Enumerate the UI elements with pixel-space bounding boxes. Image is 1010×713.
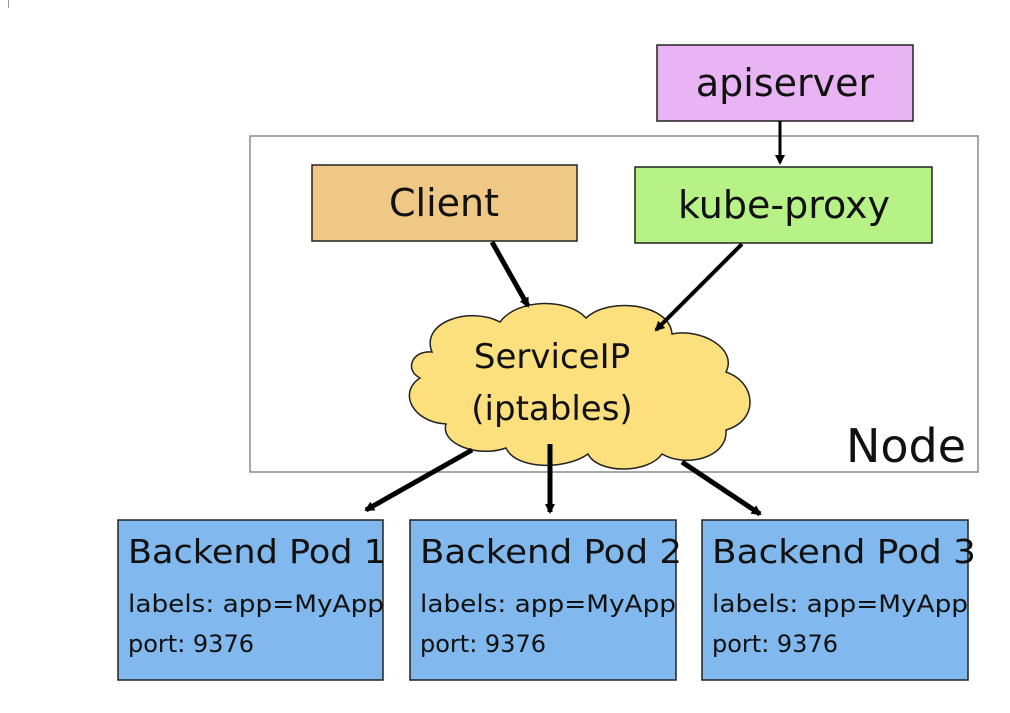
pod-3-rect — [701, 519, 969, 681]
cloud-shape — [408, 302, 751, 470]
pod-1-port: port: 9376 — [128, 630, 254, 658]
arrow-client-to-service — [489, 240, 531, 308]
backend-pod-2: Backend Pod 2 labels: app=MyApp port: 93… — [409, 519, 682, 681]
pod-1-title: Backend Pod 1 — [128, 532, 386, 571]
arrow-kube-proxy-to-service — [654, 242, 744, 332]
apiserver-label: apiserver — [696, 61, 875, 105]
kube-proxy-label: kube-proxy — [678, 183, 890, 227]
pod-1-labels: labels: app=MyApp — [128, 590, 384, 618]
pod-3-labels: labels: app=MyApp — [712, 590, 968, 618]
pod-2-title: Backend Pod 2 — [420, 532, 682, 571]
service-line1: ServiceIP — [474, 337, 630, 377]
apiserver-box: apiserver — [656, 44, 914, 122]
service-line2: (iptables) — [471, 389, 632, 429]
kube-proxy-box: kube-proxy — [634, 166, 933, 244]
node-frame — [249, 135, 979, 473]
pod-3-title: Backend Pod 3 — [712, 532, 976, 571]
service-ip-cloud: ServiceIP (iptables) — [408, 302, 751, 470]
pod-2-port: port: 9376 — [420, 630, 546, 658]
arrow-service-to-pod-3 — [680, 459, 762, 517]
apiserver-rect — [656, 44, 914, 122]
node-label: Node — [846, 419, 966, 473]
backend-pod-1: Backend Pod 1 labels: app=MyApp port: 93… — [117, 519, 386, 681]
client-box: Client — [311, 164, 578, 242]
kube-proxy-rect — [634, 166, 933, 244]
client-rect — [311, 164, 578, 242]
pod-2-labels: labels: app=MyApp — [420, 590, 676, 618]
backend-pod-3: Backend Pod 3 labels: app=MyApp port: 93… — [701, 519, 976, 681]
pod-1-rect — [117, 519, 384, 681]
corner-mark — [8, 0, 9, 8]
client-label: Client — [389, 181, 499, 225]
pod-2-rect — [409, 519, 677, 681]
pod-3-port: port: 9376 — [712, 630, 838, 658]
arrow-service-to-pod-1 — [364, 447, 474, 513]
